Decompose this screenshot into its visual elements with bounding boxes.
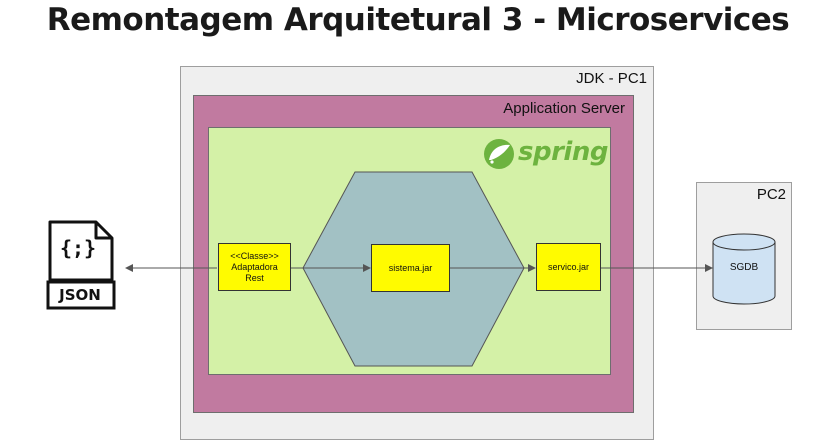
json-label: JSON: [59, 286, 101, 304]
application-server-label: Application Server: [503, 100, 625, 117]
adaptadora-stereotype: <<Classe>>: [230, 250, 279, 261]
json-braces-symbol: {;}: [59, 236, 97, 260]
jdk-label: JDK - PC1: [576, 70, 647, 87]
json-file-icon: [46, 220, 116, 310]
adaptadora-rest-component: <<Classe>> Adaptadora Rest: [218, 243, 291, 291]
sistema-jar-component: sistema.jar: [371, 244, 450, 292]
spring-logo-icon: [484, 139, 514, 169]
page-title: Remontagem Arquitetural 3 - Microservice…: [46, 2, 790, 38]
pc2-label: PC2: [756, 186, 786, 203]
adaptadora-name: Adaptadora: [231, 261, 278, 272]
spring-wordmark: spring: [518, 137, 608, 167]
sgdb-label: SGDB: [729, 262, 759, 273]
adaptadora-rest: Rest: [245, 272, 264, 283]
servico-label: servico.jar: [547, 261, 589, 272]
servico-jar-component: servico.jar: [536, 243, 601, 291]
sistema-label: sistema.jar: [388, 262, 433, 273]
database-cylinder: [712, 233, 776, 305]
